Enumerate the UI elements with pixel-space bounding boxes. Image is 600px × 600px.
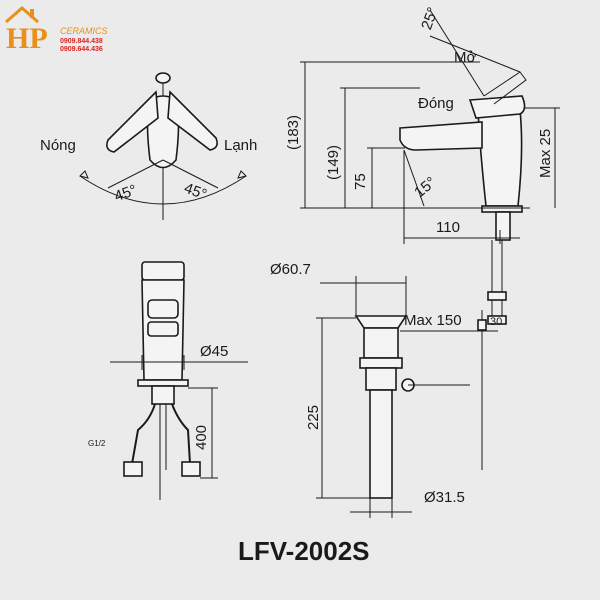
top-view: Nóng Lạnh 45° 45° <box>40 72 257 220</box>
brand-phone-1: 0909.844.438 <box>60 38 103 45</box>
open-label: Mở <box>454 49 476 66</box>
hose-length: 400 <box>193 425 210 450</box>
cold-label: Lạnh <box>224 137 257 154</box>
height-outlet: 75 <box>352 173 369 190</box>
height-spout: (149) <box>325 145 342 180</box>
hot-label: Nóng <box>40 137 76 154</box>
model-number: LFV-2002S <box>238 536 370 566</box>
brand-initials: HP <box>6 22 48 55</box>
brand-phone-2: 0909.644.436 <box>60 46 103 53</box>
close-label: Đóng <box>418 95 454 112</box>
side-view: 25° Mở Đóng (183) (149) 75 15° Max 25 11… <box>285 5 560 325</box>
brand-name: CERAMICS <box>60 26 108 36</box>
drain-view: Ø60.7 Max 150 30 225 Ø31.5 <box>270 261 502 518</box>
body-diameter: Ø45 <box>200 343 228 360</box>
lever-angle: 25° <box>418 5 442 32</box>
max-label: Max 25 <box>537 129 554 178</box>
angle-left: 45° <box>112 182 139 206</box>
max-thickness: Max 150 <box>404 312 462 329</box>
extra-mark: 30 <box>490 316 502 328</box>
drain-length: 225 <box>305 405 322 430</box>
tail-diameter: Ø31.5 <box>424 489 465 506</box>
height-total: (183) <box>285 115 302 150</box>
head-diameter: Ø60.7 <box>270 261 311 278</box>
spout-angle: 15° <box>411 174 439 202</box>
angle-right: 45° <box>182 180 209 204</box>
front-view: Ø45 G1/2 400 <box>88 261 248 500</box>
hose-note: G1/2 <box>88 439 106 448</box>
brand-logo: HP CERAMICS 0909.844.438 0909.644.436 <box>5 6 108 55</box>
reach: 110 <box>436 219 460 236</box>
